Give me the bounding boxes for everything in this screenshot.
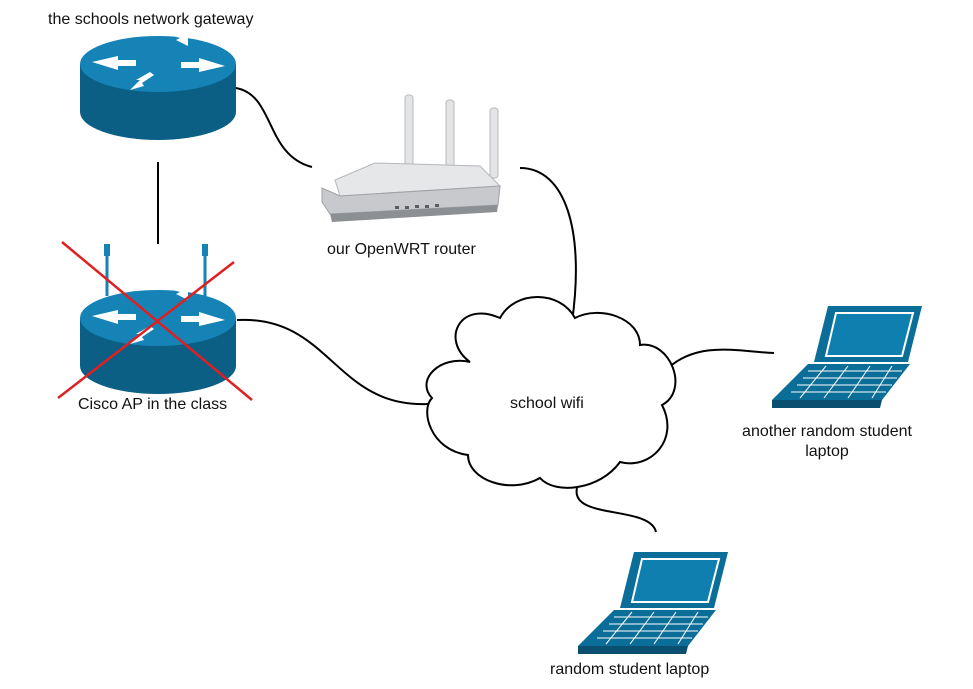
laptop-icon — [772, 306, 922, 408]
link-openwrt-wifi — [519, 167, 577, 323]
cloud-icon — [425, 296, 677, 489]
link-wifi-laptop-bottom — [575, 487, 657, 533]
wireless-router-icon — [321, 94, 502, 222]
laptop-bottom-label: random student laptop — [550, 661, 710, 678]
strike-through-icon — [57, 241, 253, 401]
link-gateway-openwrt — [235, 87, 313, 168]
access-point-icon — [80, 244, 236, 394]
link-cisco-wifi — [236, 318, 429, 406]
connections — [157, 87, 775, 533]
laptop-right-label-line1: another random student — [742, 423, 912, 440]
router-icon — [80, 31, 236, 140]
cisco-ap-label: Cisco AP in the class — [78, 396, 228, 413]
laptop-right-label: another random student laptop — [727, 422, 927, 462]
openwrt-label: our OpenWRT router — [327, 241, 476, 258]
wifi-label: school wifi — [510, 395, 584, 412]
gateway-label: the schools network gateway — [48, 11, 254, 28]
laptop-icon — [578, 552, 728, 654]
laptop-right-label-line2: laptop — [805, 443, 849, 460]
link-wifi-laptop-right — [667, 348, 775, 369]
